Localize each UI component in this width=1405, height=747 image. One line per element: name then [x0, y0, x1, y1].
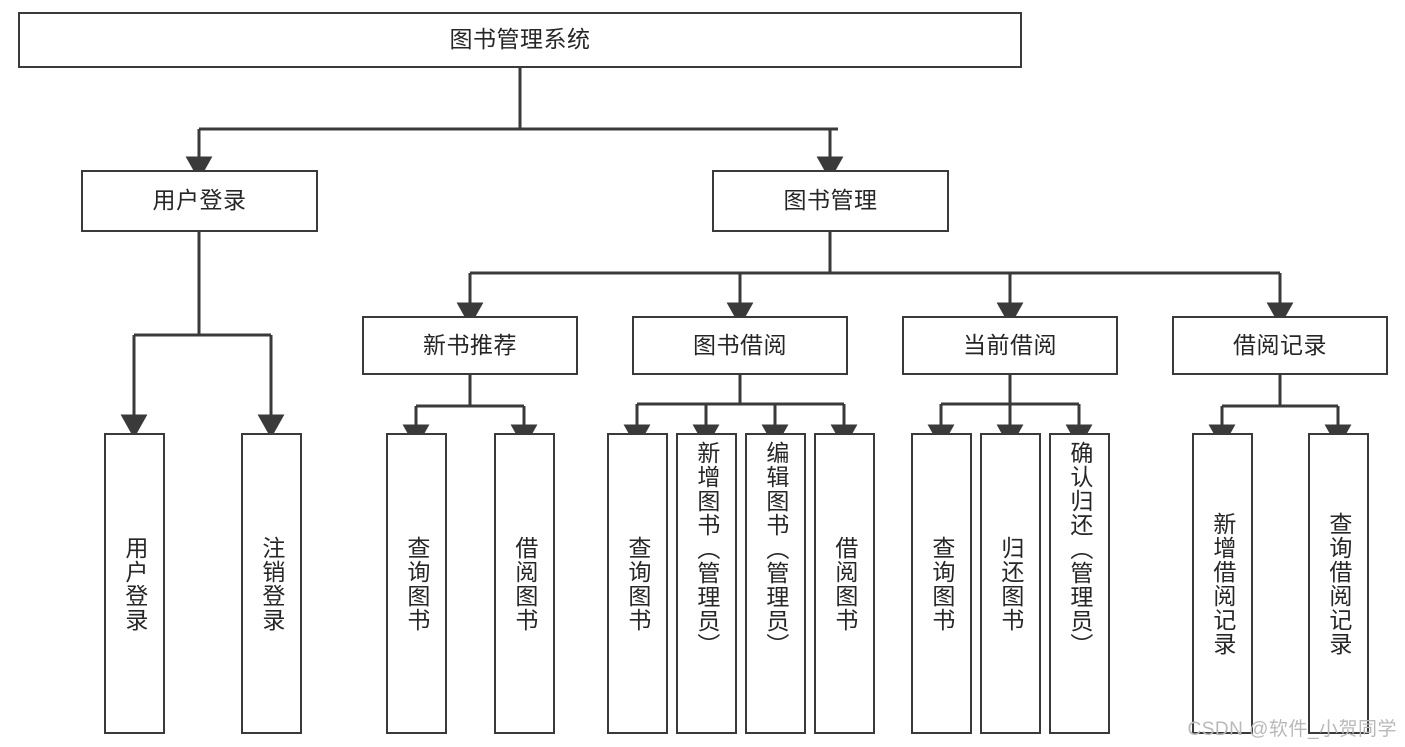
leaf-book-borrow-edit-book-admin[interactable]: 编辑图书（管理员） [745, 433, 806, 734]
node-label: 注销登录 [258, 535, 285, 632]
node-book-borrow[interactable]: 图书借阅 [632, 316, 848, 375]
leaf-book-borrow-borrow-books[interactable]: 借阅图书 [814, 433, 875, 734]
node-label: 查询图书 [624, 535, 651, 632]
node-label: 借阅图书 [511, 535, 538, 632]
leaf-borrow-record-add-record[interactable]: 新增借阅记录 [1192, 433, 1253, 734]
leaf-new-book-borrow-books[interactable]: 借阅图书 [494, 433, 555, 734]
node-label: 新书推荐 [423, 331, 517, 358]
node-label: 用户登录 [121, 535, 148, 632]
leaf-user-login-login[interactable]: 用户登录 [104, 433, 165, 734]
node-current-borrow[interactable]: 当前借阅 [902, 316, 1118, 375]
node-label: 查询图书 [928, 535, 955, 632]
leaf-user-login-logout[interactable]: 注销登录 [241, 433, 302, 734]
leaf-current-borrow-query-books[interactable]: 查询图书 [911, 433, 972, 734]
node-new-book-recommend[interactable]: 新书推荐 [362, 316, 578, 375]
node-label: 借阅记录 [1233, 331, 1327, 358]
node-label: 归还图书 [997, 535, 1024, 632]
leaf-current-borrow-return-books[interactable]: 归还图书 [980, 433, 1041, 734]
leaf-book-borrow-add-book-admin[interactable]: 新增图书（管理员） [676, 433, 737, 734]
node-book-management[interactable]: 图书管理 [712, 170, 949, 232]
leaf-current-borrow-confirm-return-admin[interactable]: 确认归还（管理员） [1049, 433, 1110, 734]
node-label: 查询图书 [403, 535, 430, 632]
node-label: 确认归还（管理员） [1066, 441, 1093, 657]
node-label: 查询借阅记录 [1325, 511, 1352, 656]
node-root-book-management-system[interactable]: 图书管理系统 [18, 12, 1022, 68]
node-label: 当前借阅 [963, 331, 1057, 358]
node-label: 图书管理系统 [449, 26, 591, 53]
node-label: 借阅图书 [831, 535, 858, 632]
node-label: 新增图书（管理员） [693, 441, 720, 657]
leaf-book-borrow-query-books[interactable]: 查询图书 [607, 433, 668, 734]
leaf-new-book-query-books[interactable]: 查询图书 [386, 433, 447, 734]
node-label: 图书借阅 [693, 331, 787, 358]
node-borrow-record[interactable]: 借阅记录 [1172, 316, 1388, 375]
node-label: 用户登录 [152, 187, 247, 214]
leaf-borrow-record-query-record[interactable]: 查询借阅记录 [1308, 433, 1369, 734]
node-label: 图书管理 [783, 187, 878, 214]
node-label: 新增借阅记录 [1209, 511, 1236, 656]
node-label: 编辑图书（管理员） [762, 441, 789, 657]
node-user-login[interactable]: 用户登录 [81, 170, 318, 232]
